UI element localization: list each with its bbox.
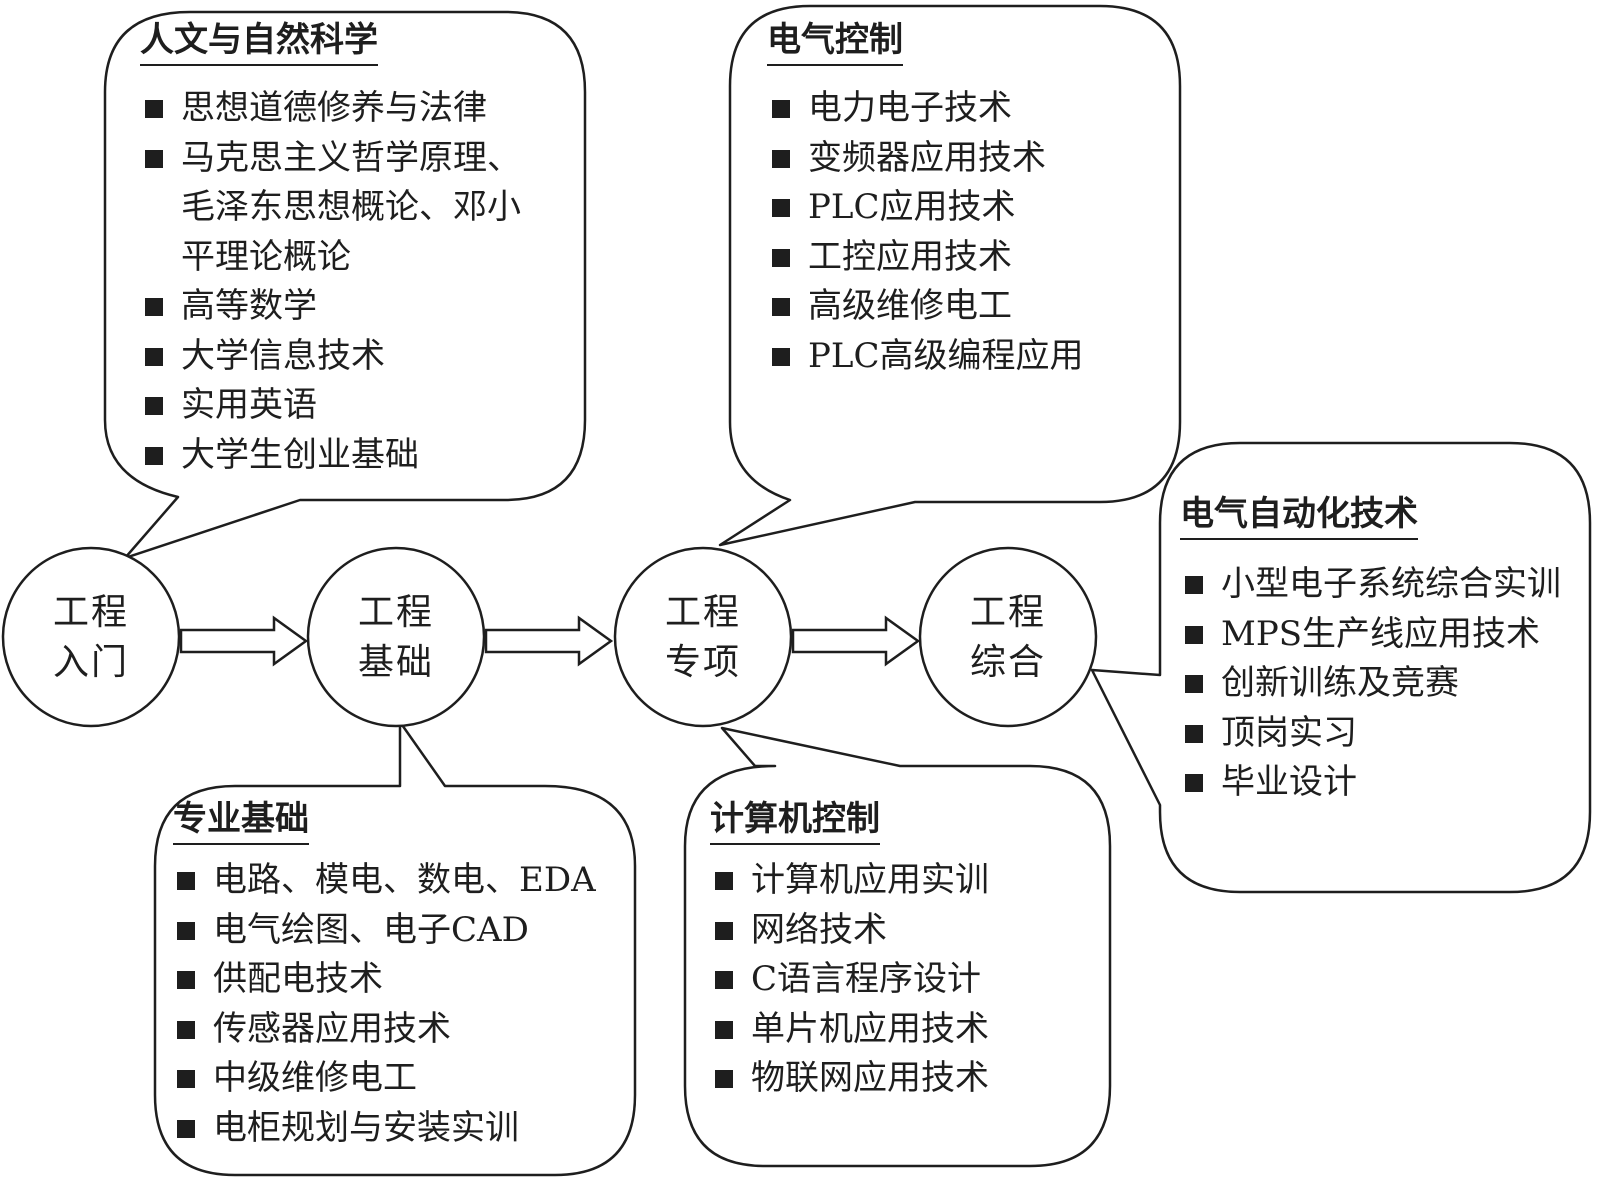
humanities-title: 人文与自然科学 [140,18,378,66]
list-item: 高级维修电工 [770,282,1083,332]
list-item-text: 电路、模电、数电、EDA [213,860,596,900]
list-item-text: C语言程序设计 [751,959,982,999]
list-item: 毕业设计 [1183,758,1561,808]
list-item-text: MPS生产线应用技术 [1221,613,1540,654]
list-item: 创新训练及竞赛 [1183,659,1561,709]
list-item-text: 大学信息技术 [181,335,385,376]
stage-intro-line2: 入门 [52,642,129,683]
list-item: MPS生产线应用技术 [1183,610,1561,660]
list-item: 电力电子技术 [770,84,1083,134]
list-item: 思想道德修养与法律 [143,84,521,134]
list-item-text: 中级维修电工 [213,1058,417,1098]
list-item-text-continued: 毛泽东思想概论、邓小 [181,187,521,227]
professional-basics-bubble [153,720,637,1177]
list-item-text: 网络技术 [751,909,887,950]
list-item: PLC高级编程应用 [770,332,1083,382]
list-item: 高等数学 [143,282,521,332]
list-item: 物联网应用技术 [713,1054,989,1104]
list-item-text: 小型电子系统综合实训 [1221,564,1561,604]
list-item-text: 电力电子技术 [808,88,1012,128]
list-item-text: 马克思主义哲学原理、 [181,137,521,178]
stage-circle-basics [306,546,486,728]
professional-basics-list: 电路、模电、数电、EDA 电气绘图、电子CAD 供配电技术 传感器应用技术 中级… [175,856,596,1153]
stage-basics-line2: 基础 [357,642,434,683]
stage-circle-integrated [918,546,1098,728]
list-item: 顶岗实习 [1183,709,1561,759]
computer-control-list: 计算机应用实训 网络技术 C语言程序设计 单片机应用技术 物联网应用技术 [713,856,989,1104]
list-item-text: 高级维修电工 [808,286,1012,326]
list-item-text: 思想道德修养与法律 [181,88,487,128]
list-item-text: 高等数学 [181,286,317,326]
list-item: 供配电技术 [175,955,596,1005]
list-item-text: 工控应用技术 [808,236,1012,277]
arrow-intro-to-basics [179,615,309,667]
list-item: 大学信息技术 [143,332,521,382]
list-item: 工控应用技术 [770,233,1083,283]
list-item-text-continued: 平理论概论 [181,236,351,277]
arrow-basics-to-special [484,615,614,667]
list-item-text: PLC应用技术 [808,187,1016,227]
list-item: 小型电子系统综合实训 [1183,560,1561,610]
electrical-control-list: 电力电子技术 变频器应用技术 PLC应用技术 工控应用技术 高级维修电工 PLC… [770,84,1083,381]
list-item-text: 供配电技术 [213,959,383,999]
list-item: PLC应用技术 [770,183,1083,233]
stage-integrated-line1: 工程 [969,592,1046,633]
list-item: 传感器应用技术 [175,1005,596,1055]
list-item-text: 电柜规划与安装实训 [213,1107,519,1148]
list-item-text: 毕业设计 [1221,762,1357,802]
list-item: 电路、模电、数电、EDA [175,856,596,906]
stage-circle-intro [1,546,181,728]
stage-special: 工程 专项 [653,588,753,688]
stage-integrated-line2: 综合 [969,642,1046,683]
list-item-text: 变频器应用技术 [808,137,1046,178]
stage-basics-line1: 工程 [357,592,434,633]
list-item-text: 大学生创业基础 [181,434,419,475]
list-item: 大学生创业基础 [143,431,521,481]
list-item-text: 计算机应用实训 [751,860,989,900]
stage-intro-line1: 工程 [52,592,129,633]
electrical-control-title: 电气控制 [767,18,903,66]
list-item: 电气绘图、电子CAD [175,906,596,956]
list-item-text: 实用英语 [181,385,317,425]
humanities-list: 思想道德修养与法律 马克思主义哲学原理、 毛泽东思想概论、邓小 平理论概论 高等… [143,84,521,480]
stage-special-line2: 专项 [664,642,741,683]
list-item-text: PLC高级编程应用 [808,335,1084,376]
list-item-text: 电气绘图、电子CAD [213,909,529,950]
computer-control-title: 计算机控制 [710,797,880,845]
list-item: 实用英语 [143,381,521,431]
stage-integrated: 工程 综合 [958,588,1058,688]
list-item-text: 物联网应用技术 [751,1058,989,1098]
humanities-bubble [103,10,587,560]
list-item: C语言程序设计 [713,955,989,1005]
arrow-special-to-integrated [791,615,921,667]
list-item: 计算机应用实训 [713,856,989,906]
electrical-automation-list: 小型电子系统综合实训 MPS生产线应用技术 创新训练及竞赛 顶岗实习 毕业设计 [1183,560,1561,808]
stage-circle-special [613,546,793,728]
list-item-text: 单片机应用技术 [751,1008,989,1049]
electrical-automation-title: 电气自动化技术 [1180,492,1418,540]
list-item-text: 顶岗实习 [1221,712,1357,753]
list-item: 马克思主义哲学原理、 毛泽东思想概论、邓小 平理论概论 [143,134,521,283]
list-item: 电柜规划与安装实训 [175,1104,596,1154]
stage-special-line1: 工程 [664,592,741,633]
list-item-text: 创新训练及竞赛 [1221,663,1459,703]
computer-control-bubble [683,726,1112,1168]
list-item: 变频器应用技术 [770,134,1083,184]
electrical-control-bubble [718,4,1182,547]
list-item: 中级维修电工 [175,1054,596,1104]
professional-basics-title: 专业基础 [173,797,309,845]
stage-basics: 工程 基础 [346,588,446,688]
electrical-automation-bubble [1090,441,1592,894]
stage-intro: 工程 入门 [41,588,141,688]
list-item: 单片机应用技术 [713,1005,989,1055]
list-item-text: 传感器应用技术 [213,1008,451,1049]
list-item: 网络技术 [713,906,989,956]
